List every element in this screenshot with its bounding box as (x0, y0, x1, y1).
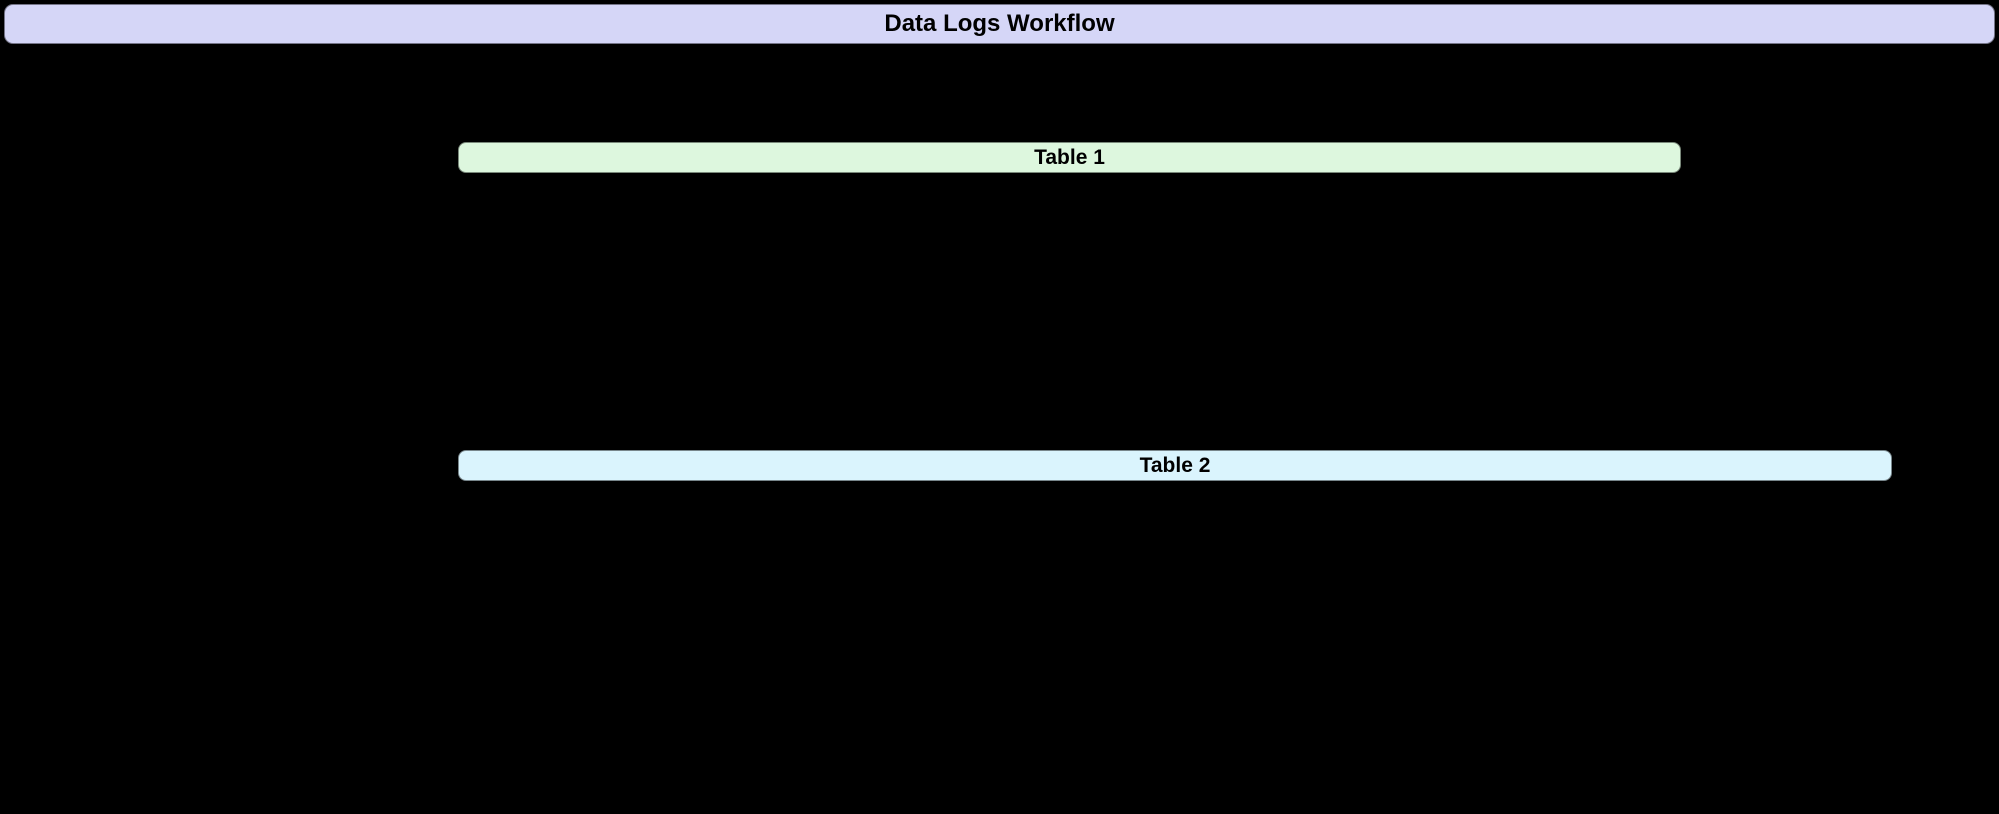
workflow-title-label: Data Logs Workflow (884, 10, 1115, 37)
table2-header-label: Table 2 (1139, 453, 1211, 477)
table2-header-node: Table 2 (458, 450, 1892, 481)
table1-header-node: Table 1 (458, 142, 1681, 173)
table1-header-label: Table 1 (1034, 145, 1105, 169)
workflow-title-bar: Data Logs Workflow (4, 4, 1995, 44)
